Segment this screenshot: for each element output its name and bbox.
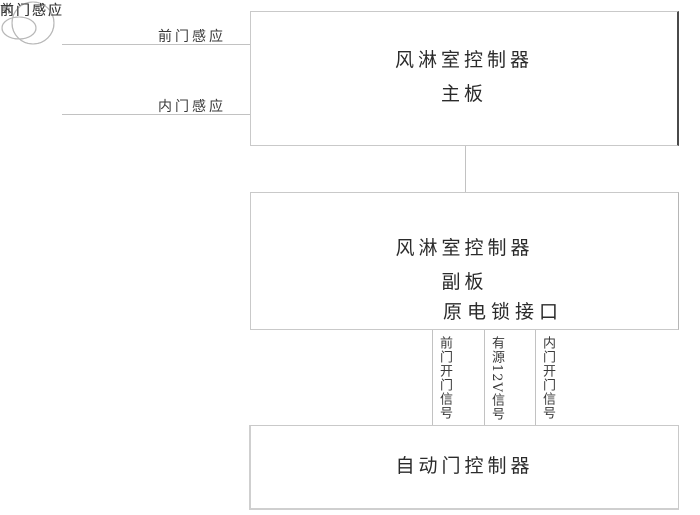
inner-door-motion-sensor-icon xyxy=(0,0,58,48)
inner-door-sensor-wire-label: 内门感应 xyxy=(158,99,226,115)
inner-door-open-signal-label: 内门开门信号 xyxy=(540,336,555,420)
inner-door-sensor-wire xyxy=(62,114,251,115)
main-board-box: 风淋室控制器 主板 xyxy=(250,11,679,146)
powered-12v-signal-value: 12V xyxy=(489,364,504,393)
inner-door-sensor-label: 内门感应 xyxy=(0,3,64,19)
front-door-open-signal-label: 前门开门信号 xyxy=(437,336,452,420)
powered-12v-signal-label: 有源12V信号 xyxy=(489,336,504,421)
automatic-door-controller-box: 自动门控制器 xyxy=(249,425,679,510)
front-door-open-signal-wire xyxy=(432,330,433,425)
powered-12v-signal-suffix: 信号 xyxy=(489,392,504,421)
powered-12v-signal-wire xyxy=(484,330,485,425)
main-board-title-line2: 主板 xyxy=(440,83,487,105)
sub-board-title-line1: 风淋室控制器 xyxy=(395,237,534,259)
front-door-sensor-wire-label: 前门感应 xyxy=(158,29,226,45)
original-lock-interface-label: 原电锁接口 xyxy=(442,301,563,323)
powered-12v-signal-prefix: 有源 xyxy=(489,336,504,364)
main-to-sub-board-wire xyxy=(465,146,466,192)
front-door-sensor-wire xyxy=(62,44,251,45)
main-board-title-line1: 风淋室控制器 xyxy=(394,49,533,71)
automatic-door-controller-title: 自动门控制器 xyxy=(395,455,534,477)
sub-board-box: 风淋室控制器 副板 原电锁接口 xyxy=(250,192,679,330)
inner-door-open-signal-wire xyxy=(535,330,536,425)
sub-board-title-line2: 副板 xyxy=(441,271,488,293)
